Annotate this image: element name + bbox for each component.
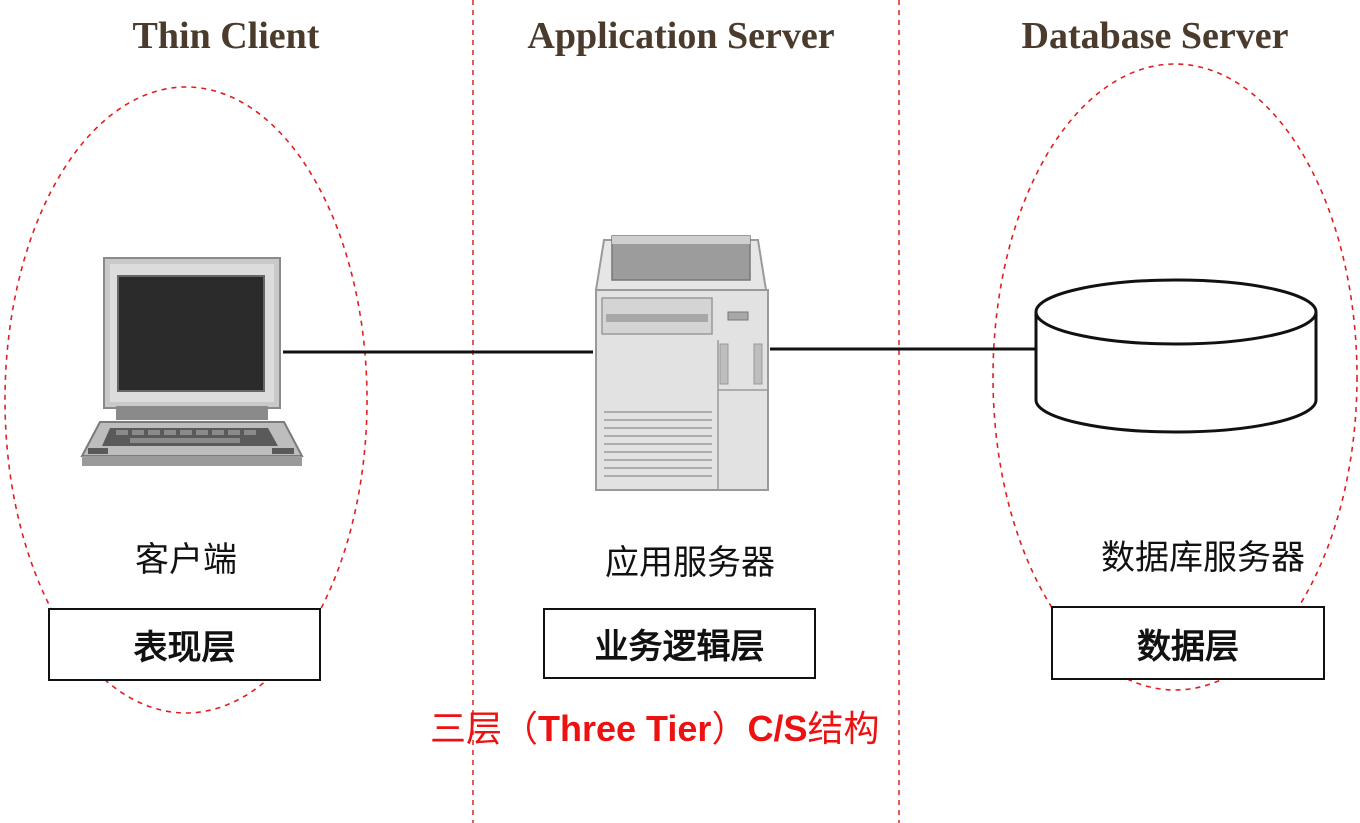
app-server-device-label: 应用服务器 [605, 543, 775, 583]
diagram-caption: 三层（Three Tier）C/S结构 [430, 700, 879, 752]
desktop-computer-icon [80, 257, 304, 466]
caption-middle: ） [711, 709, 748, 750]
database-server-title: Database Server [1021, 15, 1289, 57]
presentation-layer-box: 表现层 [48, 608, 321, 681]
business-logic-layer-box: 业务逻辑层 [543, 608, 816, 679]
server-tower-icon [594, 235, 769, 491]
caption-english: Three Tier [538, 708, 712, 749]
data-layer-box: 数据层 [1051, 606, 1325, 680]
database-dashed-ellipse [992, 63, 1358, 691]
caption-cs: C/S [747, 708, 808, 749]
caption-prefix: 三层（ [430, 709, 539, 750]
caption-suffix: 结构 [807, 709, 880, 750]
client-dashed-ellipse [4, 86, 368, 714]
thin-client-title: Thin Client [132, 15, 320, 57]
db-server-device-label: 数据库服务器 [1101, 538, 1305, 578]
client-device-label: 客户端 [135, 540, 237, 580]
database-cylinder-icon [1034, 278, 1318, 434]
application-server-title: Application Server [527, 15, 835, 57]
